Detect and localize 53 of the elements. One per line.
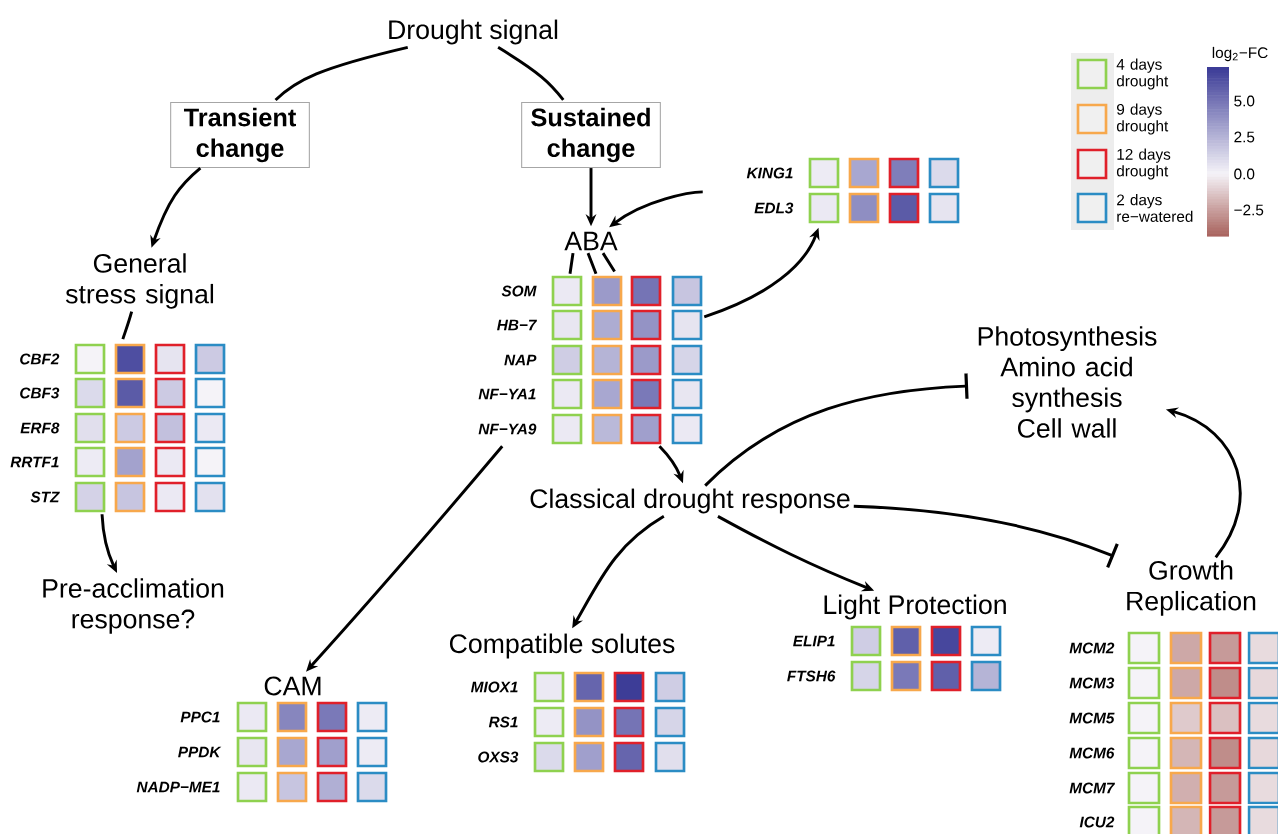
pathway-label: CAM (264, 676, 321, 696)
legend-label: 12 days drought (1116, 148, 1171, 180)
gene-label: PPDK (178, 746, 222, 758)
inhibition-line (704, 373, 969, 487)
gene-label: MCM7 (1069, 782, 1115, 794)
gene-label: STZ (30, 491, 60, 503)
gene-label: RS1 (488, 716, 518, 728)
gene-label: CBF2 (20, 353, 60, 365)
change-box: Sustained change (521, 101, 661, 169)
pathway-label: Light Protection (824, 594, 1006, 620)
gene-label: ICU2 (1079, 816, 1115, 828)
pathway-label: ABA (564, 231, 618, 251)
gene-label: PPC1 (180, 711, 220, 723)
legend-label: 4 days drought (1116, 58, 1169, 90)
gene-label: EDL3 (754, 202, 794, 214)
gene-label: OXS3 (478, 751, 519, 763)
gene-label: RRTF1 (10, 456, 59, 468)
change-box: Transient change (170, 101, 310, 169)
gene-label: NAP (504, 354, 537, 366)
connector-line (568, 251, 617, 276)
pathway-label: Photosynthesis Amino acid synthesis Cell wall (978, 326, 1157, 438)
pathway-label: Classical drought response (530, 488, 850, 514)
legend-label: 2 days re−watered (1117, 194, 1193, 222)
connector-line (497, 46, 565, 101)
gene-label: NF−YA9 (478, 423, 537, 435)
pathway-label: Growth Replication (1127, 560, 1256, 616)
inhibition-line (853, 504, 1119, 568)
gene-label: ERF8 (20, 422, 60, 434)
scale-tick-label: 0.0 (1234, 168, 1255, 180)
connector-line (121, 311, 134, 340)
scale-tick-label: 5.0 (1234, 95, 1255, 107)
gene-label: SOM (501, 285, 537, 297)
pathway-label: General stress signal (65, 253, 214, 309)
connector-line (274, 45, 409, 102)
gene-label: HB−7 (497, 319, 537, 331)
gene-label: MCM3 (1069, 677, 1115, 689)
gene-label: MIOX1 (470, 681, 518, 693)
legend-label: 9 days drought (1116, 103, 1169, 135)
gene-label: NADP−ME1 (136, 781, 220, 793)
scale-tick-label: 2.5 (1234, 131, 1255, 143)
pathway-label: Drought signal (389, 19, 558, 45)
scale-tick-label: −2.5 (1234, 204, 1264, 216)
scale-title: log$_{2}$−FC (1212, 46, 1268, 62)
gene-label: ELIP1 (793, 635, 835, 647)
gene-label: MCM6 (1069, 747, 1115, 759)
gene-label: MCM5 (1069, 712, 1115, 724)
gene-label: NF−YA1 (478, 388, 536, 400)
gene-label: MCM2 (1069, 642, 1115, 654)
gene-label: FTSH6 (787, 670, 836, 682)
pathway-label: Pre-acclimation response? (43, 578, 224, 634)
pathway-label: Compatible solutes (449, 633, 675, 659)
gene-label: CBF3 (20, 387, 60, 399)
gene-label: KING1 (746, 167, 793, 179)
